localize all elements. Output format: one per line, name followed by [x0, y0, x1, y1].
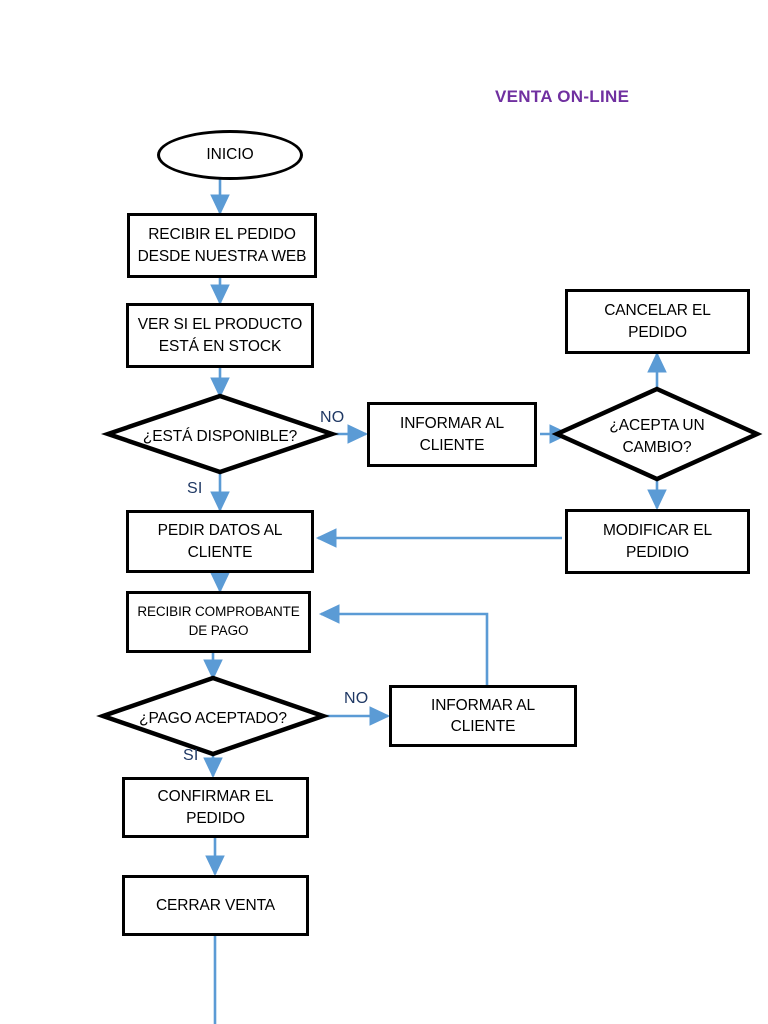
- edge-label-disponible-no: NO: [320, 409, 345, 426]
- node-ver-stock-line2: ESTÁ EN STOCK: [158, 337, 282, 355]
- node-recibir-pedido-line2: DESDE NUESTRA WEB: [137, 247, 307, 265]
- node-recibir-comprobante-line1: RECIBIR COMPROBANTE: [137, 604, 300, 620]
- connector-informar2-feedback-to-comprobante: [318, 604, 489, 686]
- node-recibir-comprobante-line2: DE PAGO: [188, 623, 249, 638]
- node-inicio-label: INICIO: [206, 146, 254, 163]
- node-inicio: INICIO: [157, 130, 303, 180]
- decision-shape-pagoaceptado: [96, 675, 330, 757]
- node-ver-stock: VER SI EL PRODUCTO ESTÁ EN STOCK: [126, 303, 314, 368]
- node-modificar-pedido-line1: MODIFICAR EL: [602, 522, 713, 540]
- edge-label-pago-no: NO: [344, 690, 369, 707]
- node-recibir-pedido: RECIBIR EL PEDIDO DESDE NUESTRA WEB: [127, 213, 317, 278]
- node-cancelar-pedido-line1: CANCELAR EL: [604, 302, 711, 320]
- node-pedir-datos: PEDIR DATOS AL CLIENTE: [126, 510, 314, 573]
- node-ver-stock-line1: VER SI EL PRODUCTO: [137, 316, 303, 334]
- node-cancelar-pedido: CANCELAR EL PEDIDO: [565, 289, 750, 354]
- node-confirmar-pedido-line1: CONFIRMAR EL: [157, 788, 274, 806]
- node-cerrar-venta-label: CERRAR VENTA: [155, 896, 276, 914]
- node-recibir-pedido-line1: RECIBIR EL PEDIDO: [148, 226, 296, 244]
- edge-label-disponible-si: SI: [187, 480, 203, 497]
- node-cancelar-pedido-line2: PEDIDO: [628, 323, 687, 341]
- node-informar-cliente-2: INFORMAR AL CLIENTE: [389, 685, 577, 747]
- node-pedir-datos-line2: CLIENTE: [187, 543, 253, 561]
- decision-shape-disponible: [100, 393, 340, 475]
- node-cerrar-venta: CERRAR VENTA: [122, 875, 309, 936]
- node-modificar-pedido: MODIFICAR EL PEDIDIO: [565, 509, 750, 574]
- node-informar-cliente-1-line2: CLIENTE: [419, 436, 485, 454]
- node-confirmar-pedido-line2: PEDIDO: [186, 809, 245, 827]
- decision-shape-aceptacambio: [551, 386, 763, 482]
- edge-label-pago-si: SI: [183, 747, 199, 764]
- node-modificar-pedido-line2: PEDIDIO: [625, 543, 690, 561]
- node-confirmar-pedido: CONFIRMAR EL PEDIDO: [122, 777, 309, 838]
- node-informar-cliente-2-line2: CLIENTE: [450, 718, 516, 735]
- node-informar-cliente-2-line1: INFORMAR AL: [431, 696, 535, 714]
- node-pedir-datos-line1: PEDIR DATOS AL: [157, 522, 283, 540]
- node-informar-cliente-1-line1: INFORMAR AL: [400, 415, 504, 433]
- node-informar-cliente-1: INFORMAR AL CLIENTE: [367, 402, 537, 467]
- page-title: VENTA ON-LINE: [495, 87, 630, 106]
- node-recibir-comprobante: RECIBIR COMPROBANTE DE PAGO: [126, 591, 311, 653]
